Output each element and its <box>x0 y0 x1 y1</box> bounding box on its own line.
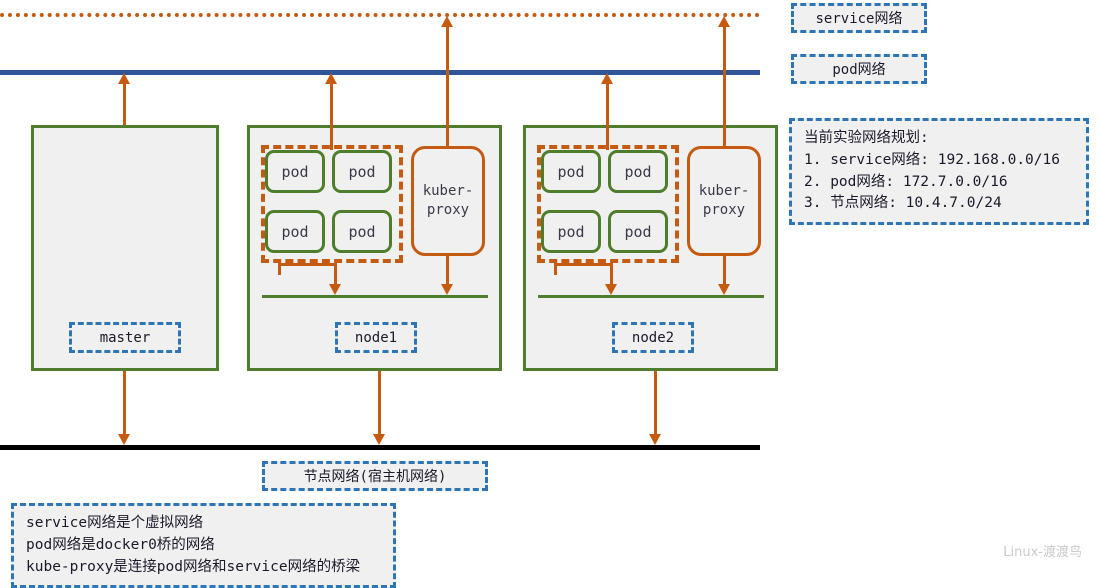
note-box: service网络是个虚拟网络 pod网络是docker0桥的网络 kube-p… <box>11 503 396 588</box>
pod-node2-2: pod <box>608 150 668 193</box>
pod-node1-1: pod <box>265 150 325 193</box>
arrow-master-to-node-network-head <box>118 434 130 445</box>
pod-node1-4-label: pod <box>348 222 376 241</box>
pod-node1-3: pod <box>265 210 325 253</box>
legend-pod-network-label: pod网络 <box>832 62 886 78</box>
arrow-node1-podgroup-to-bridge-head <box>329 284 341 295</box>
kuber-proxy-node2: kuber- proxy <box>687 146 761 256</box>
pod-network-line <box>0 70 760 75</box>
arrow-node1-kproxy-to-bridge-shaft <box>446 256 449 285</box>
service-network-line <box>0 13 760 17</box>
pod-node1-2: pod <box>332 150 392 193</box>
arrow-node2-podgroup-to-bridge-head <box>605 284 617 295</box>
legend-service-network-label: service网络 <box>815 11 903 27</box>
arrow-node1-kproxy-to-bridge-head <box>441 284 453 295</box>
watermark: Linux-渡渡鸟 <box>1003 545 1082 560</box>
arrow-node2-to-node-network-head <box>649 434 661 445</box>
arrow-node2-kproxy-to-service-network-shaft <box>723 25 726 148</box>
pod-node1-3-label: pod <box>281 222 309 241</box>
pod-node2-3: pod <box>541 210 601 253</box>
node2-bridge-line <box>538 295 764 298</box>
host-label-master-text: master <box>99 329 151 346</box>
host-label-node1: node1 <box>335 322 417 353</box>
arrow-node2-kproxy-to-bridge-head <box>718 284 730 295</box>
arrow-node1-podgroup-elbow-down <box>278 263 281 275</box>
arrow-node2-podgroup-elbow-across <box>554 263 612 266</box>
arrow-node1-to-node-network-head <box>373 434 385 445</box>
pod-node2-4-label: pod <box>624 222 652 241</box>
kuber-proxy-node1: kuber- proxy <box>411 146 485 256</box>
arrow-master-to-node-network-shaft <box>123 371 126 435</box>
arrow-node1-to-node-network-shaft <box>378 371 381 435</box>
arrow-node2-kproxy-to-bridge-shaft <box>723 256 726 285</box>
pod-node2-1: pod <box>541 150 601 193</box>
pod-node1-2-label: pod <box>348 162 376 181</box>
pod-node1-4: pod <box>332 210 392 253</box>
arrow-node2-pods-to-pod-network-shaft <box>606 82 609 150</box>
arrow-node1-pods-to-pod-network-shaft <box>330 82 333 150</box>
node1-bridge-line <box>262 295 488 298</box>
arrow-node1-kproxy-to-service-network-shaft <box>446 25 449 148</box>
kuber-proxy-node1-line1: kuber- <box>422 183 474 200</box>
pod-node2-1-label: pod <box>557 162 585 181</box>
arrow-node2-podgroup-elbow-down <box>554 263 557 275</box>
kuber-proxy-node1-line2: proxy <box>426 202 470 218</box>
host-label-node1-text: node1 <box>354 329 398 346</box>
pod-node2-2-label: pod <box>624 162 652 181</box>
host-label-node2-text: node2 <box>631 329 675 346</box>
arrow-node1-pods-to-pod-network-head <box>325 73 337 84</box>
host-label-node2: node2 <box>612 322 694 353</box>
network-plan-box: 当前实验网络规划: 1. service网络: 192.168.0.0/16 2… <box>789 118 1089 225</box>
pod-node1-1-label: pod <box>281 162 309 181</box>
arrow-node2-kproxy-to-service-network-head <box>718 16 730 27</box>
arrow-node1-podgroup-to-bridge-shaft <box>334 263 337 285</box>
arrow-node2-pods-to-pod-network-head <box>601 73 613 84</box>
pod-node2-4: pod <box>608 210 668 253</box>
node-network-label-text: 节点网络(宿主机网络) <box>303 469 447 485</box>
arrow-master-to-pod-network-head <box>118 73 130 84</box>
arrow-node2-podgroup-to-bridge-shaft <box>610 263 613 285</box>
node-network-line <box>0 445 760 450</box>
kuber-proxy-node2-line1: kuber- <box>698 183 750 200</box>
arrow-node2-to-node-network-shaft <box>654 371 657 435</box>
node-network-label: 节点网络(宿主机网络) <box>262 461 488 491</box>
arrow-node1-kproxy-to-service-network-head <box>441 16 453 27</box>
host-label-master: master <box>69 322 181 353</box>
kuber-proxy-node2-line2: proxy <box>702 202 746 218</box>
pod-node2-3-label: pod <box>557 222 585 241</box>
legend-pod-network: pod网络 <box>791 54 927 84</box>
legend-service-network: service网络 <box>791 3 927 33</box>
arrow-node1-podgroup-elbow-across <box>278 263 336 266</box>
arrow-master-to-pod-network-shaft <box>123 82 126 125</box>
